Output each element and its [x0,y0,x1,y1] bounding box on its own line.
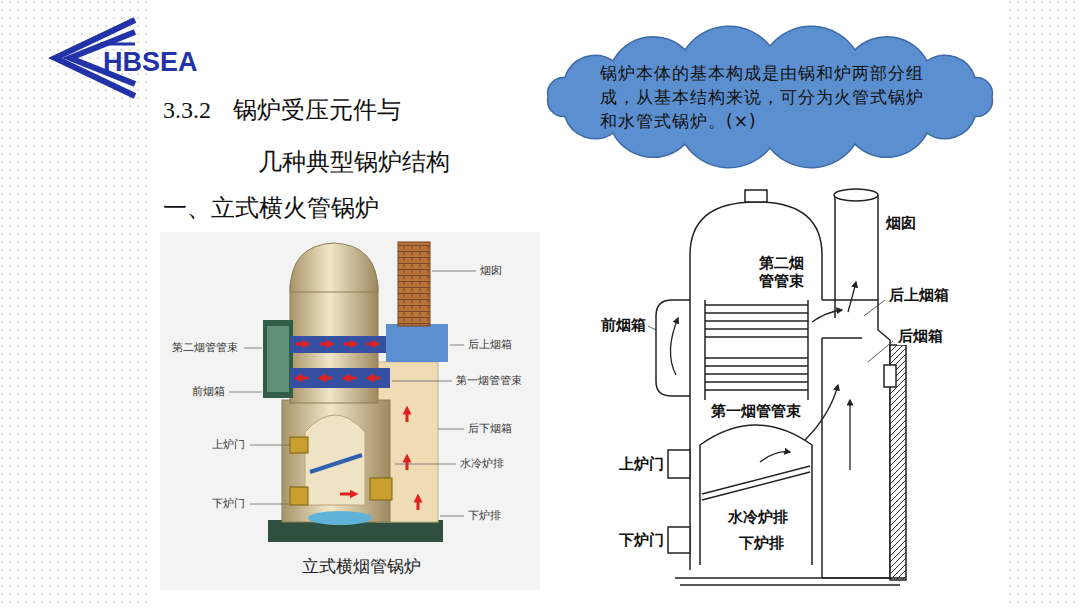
boiler-illustration-3d [296,344,418,510]
logo-mark [100,43,135,46]
boiler-schematic [656,300,690,396]
dot-background [1005,0,1080,608]
boiler-schematic [705,305,808,337]
leader-line [648,300,893,362]
leader-line [868,341,893,362]
boiler-schematic [745,190,767,202]
boiler-illustration-3d [160,232,540,590]
boiler-illustration-3d [160,232,540,590]
leader-line [244,348,262,349]
boiler-illustration-3d [366,343,376,346]
logo-text: HBSEA [103,46,198,78]
boiler-illustration-3d [310,455,362,472]
part-label: 后下烟箱 [468,422,512,436]
part-label: 下炉排 [738,534,785,552]
boiler-illustration-3d [346,377,356,380]
boiler-illustration-3d [263,320,293,398]
part-label: 后上烟箱 [888,286,950,304]
boiler-schematic [849,400,850,470]
boiler-schematic [670,282,856,470]
boiler-illustration-3d [308,511,372,525]
boiler-schematic [805,385,838,440]
part-label: 下炉门 [212,497,245,511]
part-label: 上炉门 [212,438,245,452]
part-label: 水冷炉排 [460,457,504,471]
boiler-schematic [668,450,690,478]
boiler-schematic [821,338,823,578]
part-label: 第一烟管管束 [710,402,802,420]
leader-line [450,345,464,346]
leader-line [229,271,476,516]
boiler-schematic [834,189,878,201]
part-label: 下炉排 [468,509,501,523]
leader-line [648,326,656,330]
part-label: 烟囱 [480,264,502,278]
figure-caption: 立式横烟管锅炉 [302,556,421,578]
boiler-schematic [822,300,890,578]
boiler-illustration-3d [267,326,289,392]
leader-line [395,464,456,465]
boiler-schematic [675,578,905,585]
boiler-illustration-3d [290,368,390,388]
boiler-schematic [884,365,896,387]
boiler-illustration-3d [370,478,392,500]
leader-line [440,516,464,517]
boiler-illustration-3d [290,487,308,505]
boiler-illustration-3d [290,243,378,292]
boiler-illustration-3d [305,415,365,505]
boiler-illustration-3d [298,377,308,380]
boiler-schematic [705,358,808,390]
boiler-illustration-3d [370,377,380,380]
part-label: 前烟箱 [192,385,225,399]
boiler-illustration-3d [386,324,448,362]
leader-line [250,445,289,446]
part-label: 上炉门 [618,455,665,473]
slide-title: 3.3.2 锅炉受压元件与 几种典型锅炉结构 [163,84,518,188]
boiler-schematic [702,466,810,500]
boiler-schematic [690,202,822,570]
callout-text: 锅炉本体的基本构成是由锅和炉两部分组 成，从基本结构来说，可分为火管式锅炉 和水… [600,22,940,133]
part-label: 水冷炉排 [727,508,789,526]
part-label: 烟囱 [885,214,917,232]
boiler-illustration-3d [282,400,390,522]
boiler-illustration-3d [406,410,409,422]
section-heading: 一、立式横火管锅炉 [163,193,379,223]
boiler-schematic [848,282,856,312]
boiler-schematic [760,452,790,462]
leader-line [392,381,452,382]
part-label: 第二烟 管管束 [758,254,810,290]
boiler-schematic [668,527,690,553]
leader-line [864,300,885,316]
dot-background [0,0,150,608]
boiler-illustration-3d [290,437,308,453]
boiler-illustration-3d [344,343,354,346]
part-label: 后烟箱 [897,327,944,345]
boiler-illustration-3d [417,498,420,510]
part-label: 后上烟箱 [468,338,512,352]
part-label: 第一烟管管束 [456,374,522,388]
callout-cloud: 锅炉本体的基本构成是由锅和炉两部分组 成，从基本结构来说，可分为火管式锅炉 和水… [530,22,1010,172]
boiler-illustration-3d [398,242,430,326]
leader-line [229,392,262,393]
part-label: 第二烟管管束 [172,341,238,355]
boiler-schematic [670,318,678,375]
boiler-illustration-3d [296,343,306,346]
leader-line [438,429,464,430]
boiler-illustration-3d [320,343,330,346]
boiler-schematic [812,310,842,322]
leader-line [250,504,289,505]
boiler-schematic [705,300,808,400]
leader-line [432,271,476,272]
boiler-illustration-3d [322,377,332,380]
boiler-schematic [822,337,862,339]
boiler-schematic [700,425,812,565]
part-label: 下炉门 [618,531,665,549]
part-label: 前烟箱 [600,316,647,334]
boiler-illustration-3d [340,493,354,496]
boiler-schematic [656,189,906,585]
boiler-illustration-3d [290,336,390,353]
